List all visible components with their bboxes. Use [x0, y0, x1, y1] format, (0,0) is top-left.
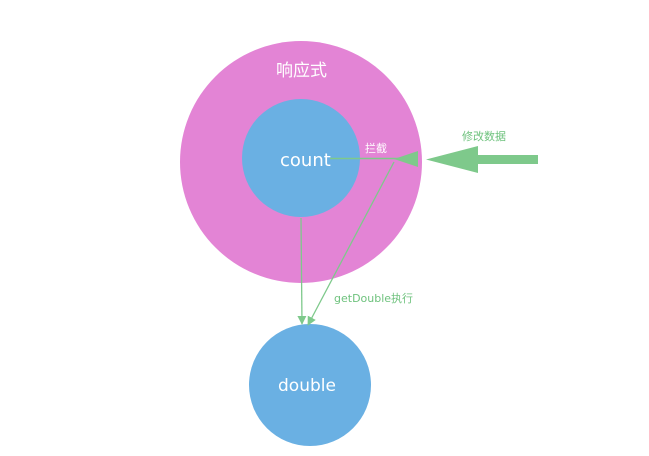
- get-double-arrow: [307, 161, 395, 326]
- modify-data-arrow: [426, 146, 538, 173]
- double-label: double: [278, 376, 336, 396]
- modify-data-label: 修改数据: [462, 130, 506, 143]
- double-node: [249, 324, 371, 446]
- get-double-label: getDouble执行: [334, 292, 414, 305]
- intercept-arrow: [330, 151, 418, 167]
- count-node: [242, 99, 360, 217]
- reactive-label: 响应式: [276, 61, 327, 81]
- intercept-label: 拦截: [365, 142, 387, 155]
- count-label: count: [280, 150, 331, 171]
- count-to-double-arrow: [297, 217, 307, 325]
